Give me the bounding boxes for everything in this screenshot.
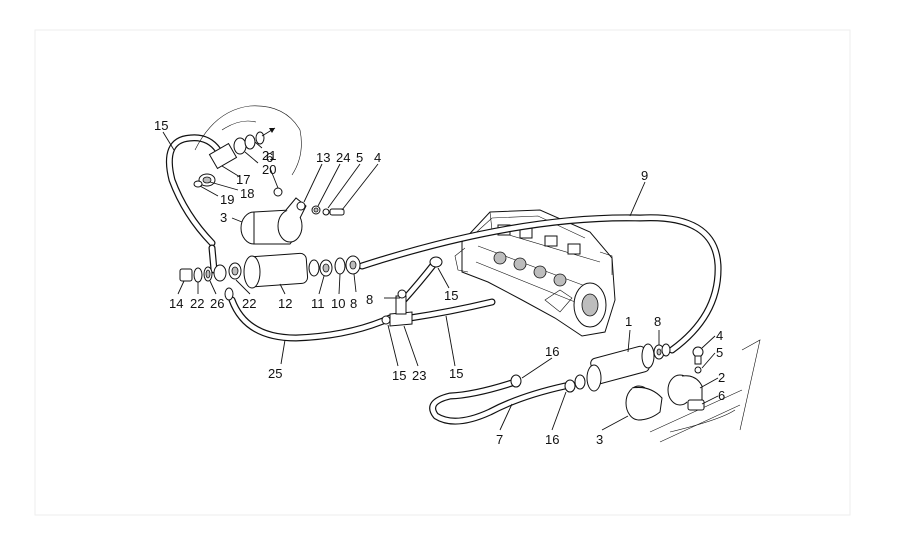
- callout-2: 2: [718, 370, 725, 385]
- callout-18: 18: [240, 186, 254, 201]
- callout-11: 11: [311, 296, 325, 311]
- pump-bracket-assembly: [625, 339, 761, 443]
- callout-4: 4: [716, 328, 723, 343]
- callout-25: 23: [412, 368, 426, 383]
- callout-16: 16: [545, 344, 559, 359]
- pressure-regulator-assembly: [193, 105, 302, 188]
- callout-6: 6: [718, 388, 725, 403]
- hose-network: [165, 134, 722, 425]
- callout-8: 8: [654, 314, 661, 329]
- callout-26: 26: [210, 296, 224, 311]
- callout-15: 15: [449, 366, 463, 381]
- callout-15: 25: [268, 366, 282, 381]
- callout-3: 3: [596, 432, 603, 447]
- leader-lines: [162, 131, 719, 431]
- callout-3: 3: [220, 210, 227, 225]
- callout-10: 10: [331, 296, 345, 311]
- callout-22: 22: [242, 296, 256, 311]
- page-border: [34, 29, 851, 516]
- callout-1: 1: [625, 314, 632, 329]
- callout-5: 5: [716, 345, 723, 360]
- callout-23: 15: [392, 368, 406, 383]
- callout-17: 17: [236, 172, 250, 187]
- callout-6: 6: [266, 150, 273, 165]
- filter-bracket-assembly: [240, 187, 345, 245]
- callout-8: 15: [444, 288, 458, 303]
- callout-24: 24: [336, 150, 350, 165]
- callout-15: 8: [366, 292, 373, 307]
- callout-7: 7: [496, 432, 503, 447]
- tee-fitting: [381, 256, 443, 327]
- fuel-pump-assembly: [510, 343, 671, 393]
- callout-20: 20: [262, 162, 276, 177]
- callout-19: 19: [220, 192, 234, 207]
- engine-block: [454, 209, 616, 337]
- callout-5: 5: [356, 150, 363, 165]
- callout-12: 12: [278, 296, 292, 311]
- callout-22: 22: [190, 296, 204, 311]
- callout-13: 13: [316, 150, 330, 165]
- callout-4: 4: [374, 150, 381, 165]
- callout-16: 16: [545, 432, 559, 447]
- callout-14: 14: [169, 296, 183, 311]
- callout-21: 21: [262, 148, 276, 163]
- callout-8: 8: [350, 296, 357, 311]
- callout-9: 9: [641, 168, 648, 183]
- fuel-filter-row: [179, 252, 361, 301]
- callout-15: 15: [154, 118, 168, 133]
- callout-labels: 15 21 20 17 18 19 6 13 24 5 4 3 9 14 22 …: [154, 118, 725, 447]
